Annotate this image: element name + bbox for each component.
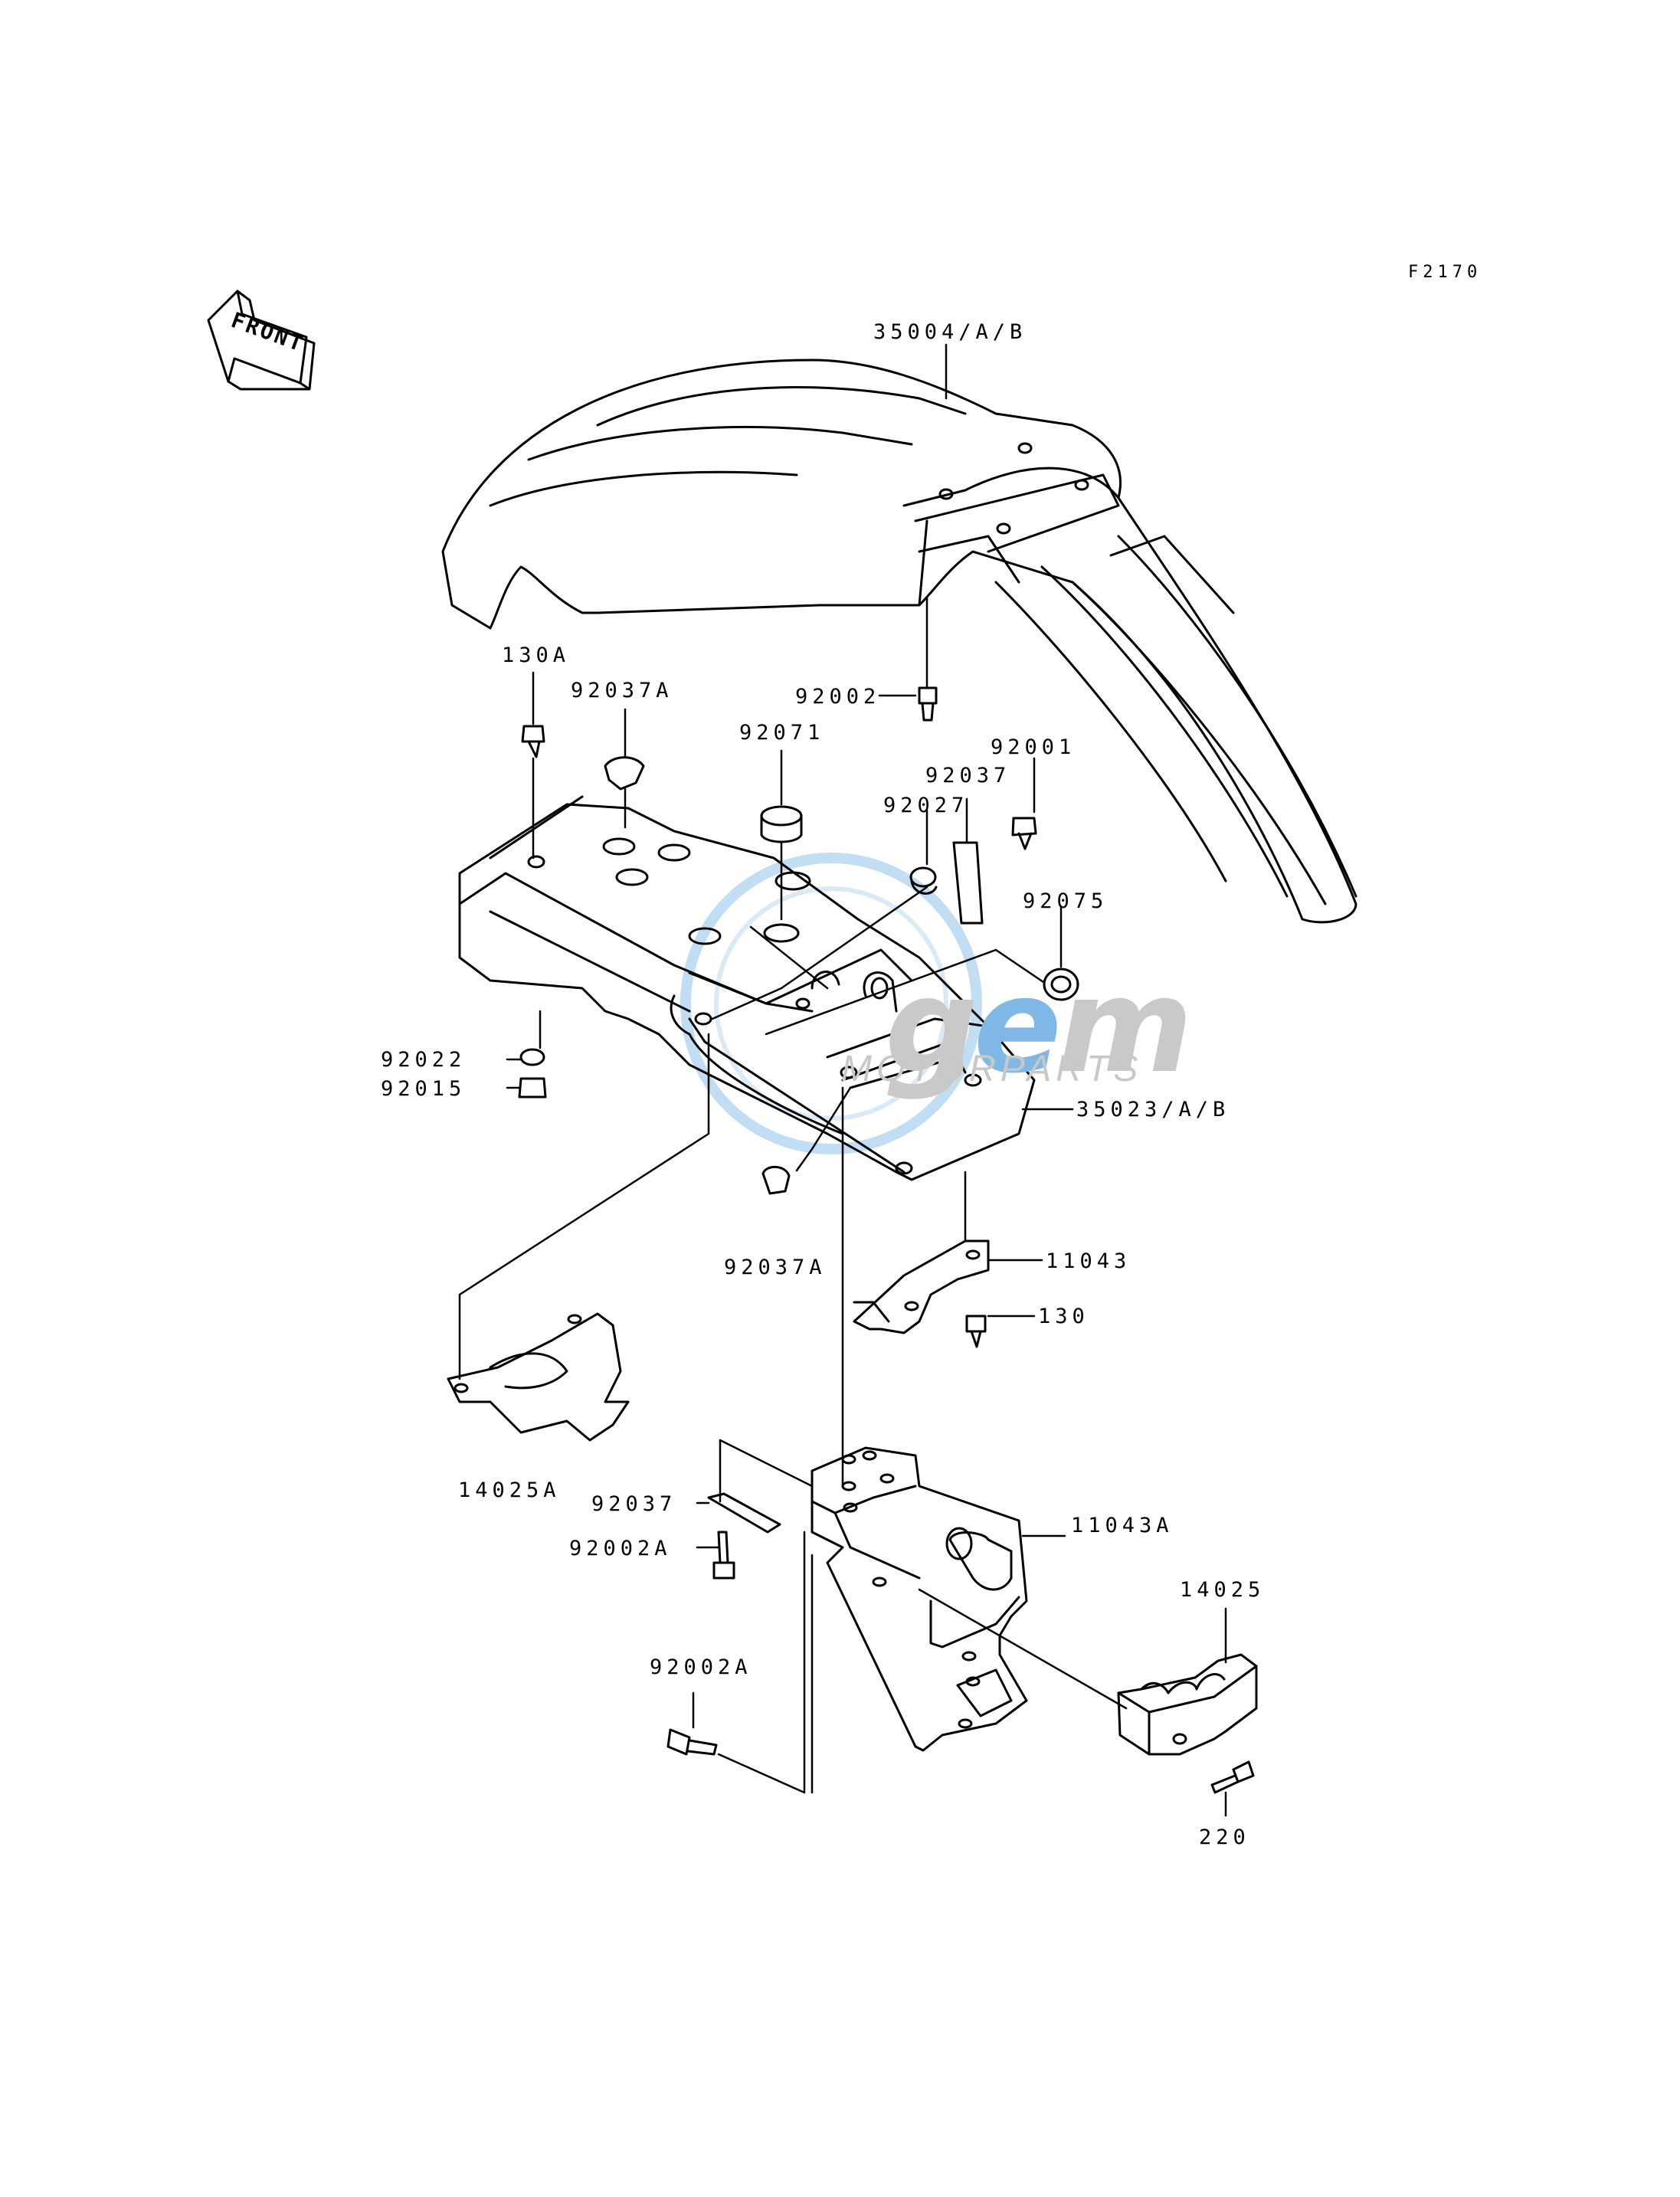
callout-92037-top: 92037 — [925, 764, 1011, 787]
callout-130A: 130A — [502, 643, 571, 667]
washer-92022 — [519, 1048, 545, 1066]
callout-130: 130 — [1038, 1305, 1089, 1328]
bolt-92001 — [1011, 817, 1037, 850]
figure-code: F2170 — [1408, 263, 1482, 282]
bracket-11043 — [853, 1239, 990, 1334]
collar-92027 — [909, 866, 938, 895]
watermark-brand: gem — [885, 961, 1193, 1092]
callout-92022: 92022 — [381, 1048, 467, 1072]
clip-92037A-top — [604, 756, 645, 791]
callout-92075: 92075 — [1023, 889, 1109, 913]
leader-lines — [458, 343, 1227, 1817]
callout-92002A-2: 92002A — [650, 1655, 752, 1679]
callout-92071: 92071 — [739, 721, 825, 745]
callout-220: 220 — [1199, 1825, 1250, 1849]
guard-14025A — [447, 1312, 630, 1442]
nut-92015 — [518, 1077, 547, 1098]
callout-35023: 35023/A/B — [1076, 1098, 1230, 1121]
plate-92037-top — [952, 841, 984, 925]
bracket-11043A — [811, 1446, 1028, 1752]
watermark-e: e — [973, 951, 1062, 1102]
grommet-92075 — [1043, 968, 1079, 1001]
callout-92002A-1: 92002A — [569, 1537, 672, 1560]
watermark-m: m — [1057, 951, 1193, 1102]
bolt-92002A-2 — [666, 1728, 718, 1756]
fender-bracket — [458, 795, 1036, 1181]
callout-92037A-bot: 92037A — [724, 1256, 827, 1279]
front-arrow-icon — [207, 290, 316, 391]
callout-14025: 14025 — [1180, 1578, 1266, 1602]
bolt-92002 — [918, 686, 938, 722]
callout-92002-top: 92002 — [795, 685, 881, 709]
watermark-g: g — [885, 951, 978, 1102]
callout-92001: 92001 — [991, 735, 1076, 759]
watermark-sub: MOTORPARTS — [841, 1049, 1143, 1089]
callout-14025A: 14025A — [458, 1478, 561, 1502]
grommet-92071 — [760, 805, 803, 843]
callout-11043: 11043 — [1046, 1249, 1131, 1273]
clip-92037A-bot — [761, 1165, 791, 1195]
callout-35004: 35004/A/B — [873, 320, 1027, 344]
guard-14025 — [1117, 1653, 1258, 1756]
callout-11043A: 11043A — [1071, 1514, 1174, 1537]
bolt-130 — [965, 1315, 987, 1348]
callout-92037A-top: 92037A — [571, 679, 673, 702]
bolt-220 — [1210, 1760, 1255, 1794]
rear-fender — [441, 359, 1357, 924]
bolt-130A — [521, 725, 545, 758]
plate-92037-bot — [707, 1492, 781, 1534]
callout-92027: 92027 — [883, 794, 969, 817]
callout-92015: 92015 — [381, 1077, 467, 1101]
bolt-92002A-1 — [712, 1531, 735, 1580]
callout-92037-bot: 92037 — [591, 1492, 677, 1516]
